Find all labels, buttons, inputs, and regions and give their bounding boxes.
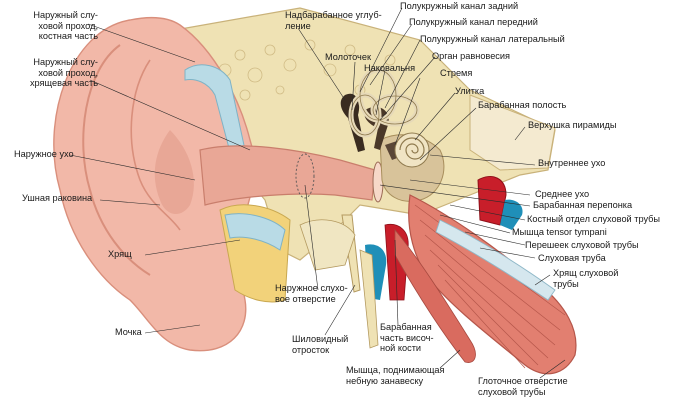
label-lobule: Мочка (115, 327, 142, 337)
label-styloid-process: Шиловидный отросток (292, 334, 349, 355)
label-outer-ear: Наружное ухо (14, 149, 74, 159)
canal-cartilage (224, 213, 286, 251)
label-semicircular-anterior: Полукружный канал передний (409, 17, 538, 27)
label-epitympanic-recess: Надбарабанное углуб- ление (285, 10, 382, 31)
label-tube-cartilage: Хрящ слуховой трубы (553, 268, 619, 289)
label-vestibular-organ: Орган равновесия (432, 51, 511, 61)
label-outer-canal-cartilaginous: Наружный слу- ховой проход, хрящевая час… (29, 57, 98, 88)
antihelix (130, 59, 181, 231)
label-auricle: Ушная раковина (22, 193, 93, 203)
label-inner-ear: Внутреннее ухо (538, 158, 606, 168)
label-stapes: Стремя (440, 68, 473, 78)
semicircular-canals-outline (350, 69, 418, 136)
label-auditory-tube: Слуховая труба (538, 253, 606, 263)
label-pyramid-apex: Верхушка пирамиды (528, 120, 617, 130)
canal-opening (295, 153, 315, 199)
leader-lines (69, 7, 566, 379)
label-levator-veli: Мышца, поднимающая небную занавеску (346, 365, 445, 386)
label-middle-ear: Среднее ухо (535, 189, 590, 199)
lower-bone-spur (359, 249, 379, 349)
external-canal (199, 145, 376, 206)
label-malleus: Молоточек (325, 52, 371, 62)
levator-muscle (394, 228, 476, 363)
label-tympanic-cavity: Барабанная полость (478, 100, 567, 110)
label-tensor-tympani: Мышца tensor tympani (512, 227, 607, 237)
pyramid-apex (469, 94, 556, 171)
tube-cartilage (435, 219, 556, 301)
mastoid-cells (218, 39, 396, 101)
helix-fold (82, 44, 151, 276)
jugular-vein (500, 199, 523, 230)
cochlea (394, 132, 430, 168)
label-semicircular-lateral: Полукружный канал латеральный (420, 34, 565, 44)
label-pharyngeal-opening: Глоточное отверстие слуховой трубы (478, 376, 568, 397)
label-tympanic-membrane: Барабанная перепонка (533, 200, 633, 210)
label-external-opening: Наружное слухо- вое отверстие (275, 283, 348, 304)
label-incus: Наковальня (364, 63, 416, 73)
label-semicircular-posterior: Полукружный канал задний (400, 1, 519, 11)
tympanic-bone-part (299, 219, 356, 271)
label-cartilage: Хрящ (108, 249, 132, 259)
label-tympanic-part: Барабанная часть височ- ной кости (380, 322, 434, 353)
label-cochlea: Улитка (455, 86, 485, 96)
label-tube-isthmus: Перешеек слуховой трубы (525, 240, 639, 250)
label-bony-tube: Костный отдел слуховой трубы (527, 214, 661, 224)
concha-shadow (154, 130, 194, 215)
label-outer-canal-bony: Наружный слу- ховой проход, костная част… (33, 10, 98, 41)
